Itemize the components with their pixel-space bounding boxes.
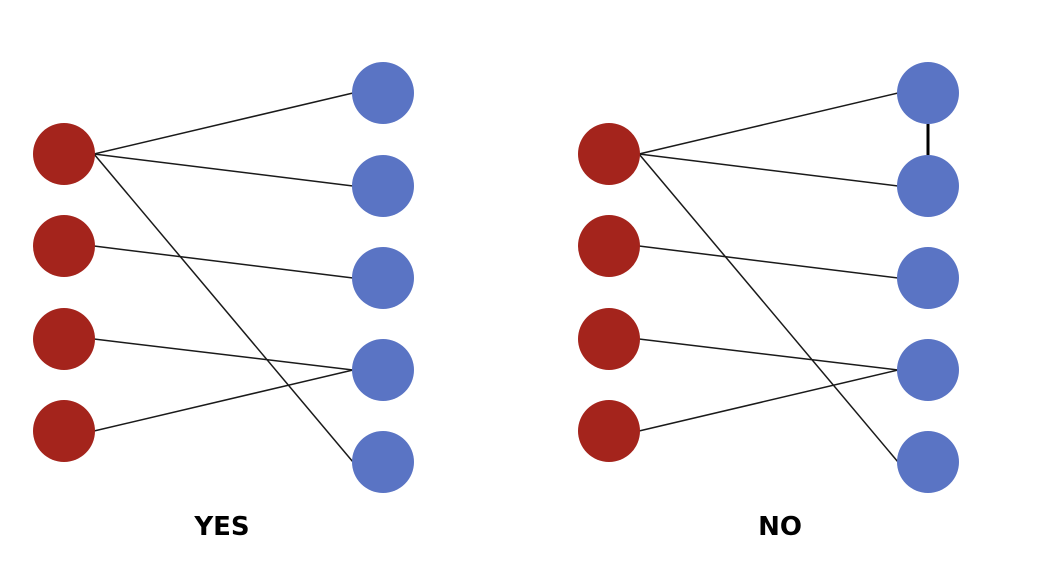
graph-yes-left-node-L2 — [33, 215, 95, 277]
graph-no-edge-L1-R1 — [638, 92, 899, 155]
graph-no-nodes — [578, 62, 959, 493]
graph-no-edge-L1-R5 — [638, 153, 899, 463]
graph-yes-edge-L1-R1 — [93, 92, 354, 155]
graph-yes-right-node-R5 — [352, 431, 414, 493]
graph-yes-edge-L1-R2 — [93, 153, 354, 187]
graph-no-edge-L3-R4 — [638, 338, 899, 371]
graph-yes-right-node-R1 — [352, 62, 414, 124]
graph-no-edge-L1-R2 — [638, 153, 899, 187]
graph-no-left-node-L2 — [578, 215, 640, 277]
graph-no-edge-L4-R4 — [638, 369, 899, 432]
graph-yes-left-node-L3 — [33, 308, 95, 370]
graph-no-left-node-L4 — [578, 400, 640, 462]
graph-yes-edge-L4-R4 — [93, 369, 354, 432]
graph-yes-right-node-R2 — [352, 155, 414, 217]
graph-no-right-node-R3 — [897, 247, 959, 309]
graph-yes-left-node-L1 — [33, 123, 95, 185]
graph-yes-right-node-R3 — [352, 247, 414, 309]
graph-yes-right-node-R4 — [352, 339, 414, 401]
graph-no-label: NO — [758, 512, 802, 542]
graph-no-edges — [638, 92, 930, 463]
graph-no-right-node-R5 — [897, 431, 959, 493]
graph-no-edge-L2-R3 — [638, 245, 899, 279]
graph-yes-edges — [93, 92, 354, 463]
graph-yes-label: YES — [193, 512, 249, 542]
graph-no-left-node-L1 — [578, 123, 640, 185]
graph-no-left-node-L3 — [578, 308, 640, 370]
graph-yes: YES — [33, 62, 414, 542]
graph-no-right-node-R4 — [897, 339, 959, 401]
graph-no-right-node-R2 — [897, 155, 959, 217]
graph-yes-left-node-L4 — [33, 400, 95, 462]
graph-yes-edge-L3-R4 — [93, 338, 354, 371]
graph-no-right-node-R1 — [897, 62, 959, 124]
graph-yes-nodes — [33, 62, 414, 493]
graph-yes-edge-L1-R5 — [93, 153, 354, 463]
graph-no: NO — [578, 62, 959, 542]
graph-yes-edge-L2-R3 — [93, 245, 354, 279]
